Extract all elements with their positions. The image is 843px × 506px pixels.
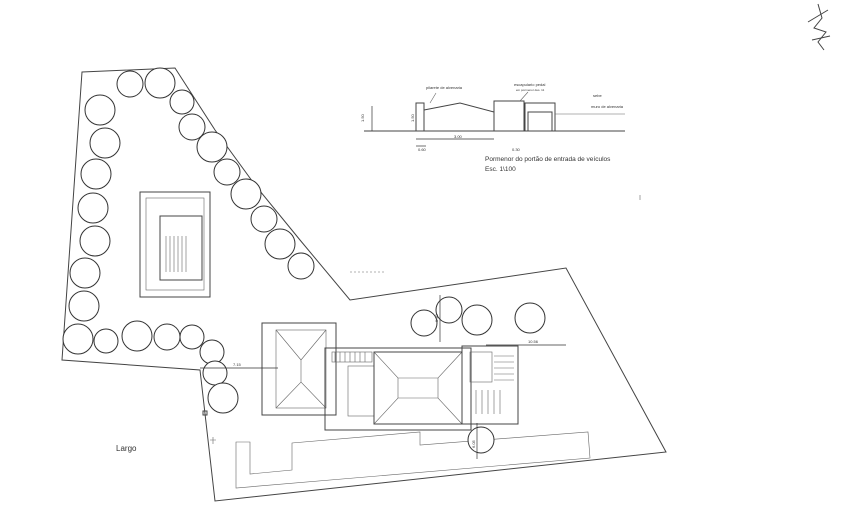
dim-right: 10.56 <box>528 339 539 344</box>
dim-left: 7.15 <box>233 362 242 367</box>
driveway-outline <box>235 431 591 489</box>
label-gate-sub: em pormenor des. 11 <box>516 88 545 92</box>
label-pilar: pilarete de alvenaria <box>426 85 463 90</box>
largo-label: Largo <box>116 444 137 453</box>
detail-caption: Pormenor do portão de entrada de veículo… <box>485 156 611 163</box>
dim-height-2: 1.50 <box>410 113 415 122</box>
label-wall: muro de alvenaria <box>591 104 624 109</box>
dim-width: 3.00 <box>454 134 463 139</box>
label-grid: sebe <box>593 93 602 98</box>
garden-plot-boundary <box>61 67 667 502</box>
detail-scale: Esc. 1\100 <box>485 166 516 173</box>
dim-small: 0.60 <box>418 147 427 152</box>
dim-top: 9.40 <box>434 313 439 322</box>
dim-bottom: 6.05 <box>471 439 476 448</box>
swimming-pool <box>139 191 211 298</box>
gate-elevation-detail: pilarete de alvenaria escapulario pedal … <box>360 82 625 173</box>
house-building <box>261 322 519 431</box>
dimension-lines <box>200 295 566 459</box>
tree-row-right <box>410 296 546 454</box>
tree-row-left <box>62 67 315 414</box>
signature-mark <box>807 3 831 51</box>
dim-height-1: 1.50 <box>360 113 365 122</box>
dim-small-2: 0.30 <box>512 147 521 152</box>
label-gate: escapulario pedal <box>514 82 545 87</box>
